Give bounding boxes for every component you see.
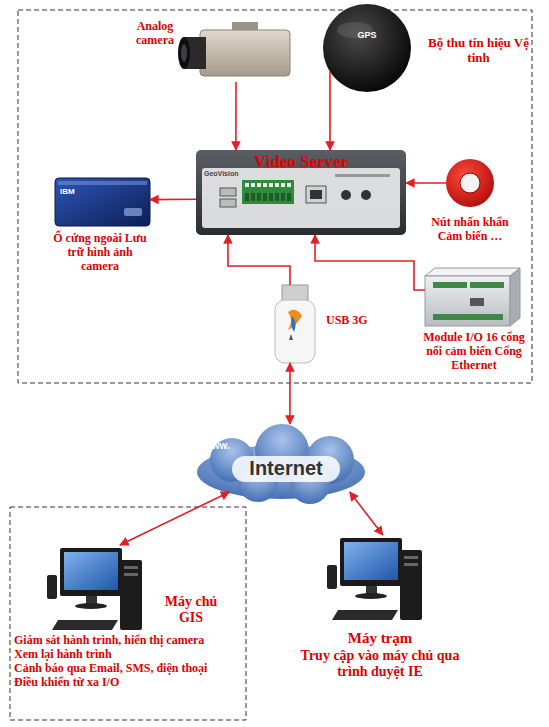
hard-drive-node: IBMỔ cứng ngoài Lưu trữ hình ảnh camera — [55, 178, 150, 226]
node-label: Giám sát hành trình, hiển thị camera — [14, 634, 244, 648]
connector-arrow — [235, 82, 237, 150]
node-label: Bộ thu tín hiệu Vệ tinh — [416, 36, 541, 66]
io-module-node: Module I/O 16 cổng nối cảm biến Cổng Eth… — [425, 268, 520, 326]
node-label: Điều khiển từ xa I/O — [14, 676, 244, 690]
node-label: Truy cập vào máy chủ qua trình duyệt IE — [288, 648, 472, 680]
gps-drawing — [323, 4, 411, 92]
node-label: Máy trạm — [300, 630, 460, 647]
node-label: www. — [204, 440, 244, 452]
connector-arrow — [289, 363, 291, 424]
connector-arrow — [315, 235, 425, 290]
alarm-drawing — [446, 159, 494, 207]
connector-arrow — [120, 492, 229, 545]
cloud-node: www. Internet — [195, 424, 367, 504]
computer-node: Máy trạmTruy cập vào máy chủ qua trình d… — [325, 535, 430, 625]
camera-node: Analog camera — [180, 22, 292, 82]
usb-modem-drawing — [275, 285, 315, 363]
cloud-drawing — [197, 424, 365, 504]
group-frame — [10, 507, 246, 720]
node-label: Module I/O 16 cổng nối cảm biến Cổng Eth… — [416, 331, 532, 372]
node-label: USB 3G — [326, 314, 386, 328]
node-label: Cảnh báo qua Email, SMS, điện thoại — [14, 662, 244, 676]
usb-modem-node: USB 3G — [275, 285, 315, 363]
computer-node: Máy chủ GISGiám sát hành trình, hiển thị… — [45, 545, 145, 633]
node-label: Analog camera — [126, 20, 184, 48]
server-drawing — [196, 150, 406, 235]
node-label: Nút nhấn khẩn Cảm biến … — [420, 216, 520, 244]
gps-receiver-node: GPSBộ thu tín hiệu Vệ tinh — [323, 4, 411, 92]
node-label: Internet — [232, 457, 340, 480]
io-module-drawing — [425, 268, 520, 326]
group-frame — [18, 10, 532, 383]
computer-drawing — [47, 548, 142, 630]
hard-drive-drawing — [55, 178, 150, 226]
node-label: Xem lại hành trình — [14, 648, 244, 662]
node-label: GPS — [352, 30, 382, 40]
connector-arrow — [150, 199, 196, 201]
node-label: Ổ cứng ngoài Lưu trữ hình ảnh camera — [50, 232, 150, 273]
node-label: Máy chủ GIS — [160, 594, 222, 626]
node-label: IBM — [60, 187, 90, 196]
camera-drawing — [178, 22, 290, 76]
video-server-node: Video ServerGeoVision — [196, 150, 406, 235]
node-label: GeoVision — [204, 170, 264, 178]
alarm-button-node: Nút nhấn khẩn Cảm biến … — [446, 159, 494, 207]
connector-arrow — [350, 492, 383, 535]
node-label: Video Server — [226, 152, 376, 172]
connector-arrow — [228, 235, 290, 285]
computer-drawing — [327, 538, 422, 620]
connector-arrow — [406, 182, 446, 184]
connector-arrow — [329, 72, 331, 150]
